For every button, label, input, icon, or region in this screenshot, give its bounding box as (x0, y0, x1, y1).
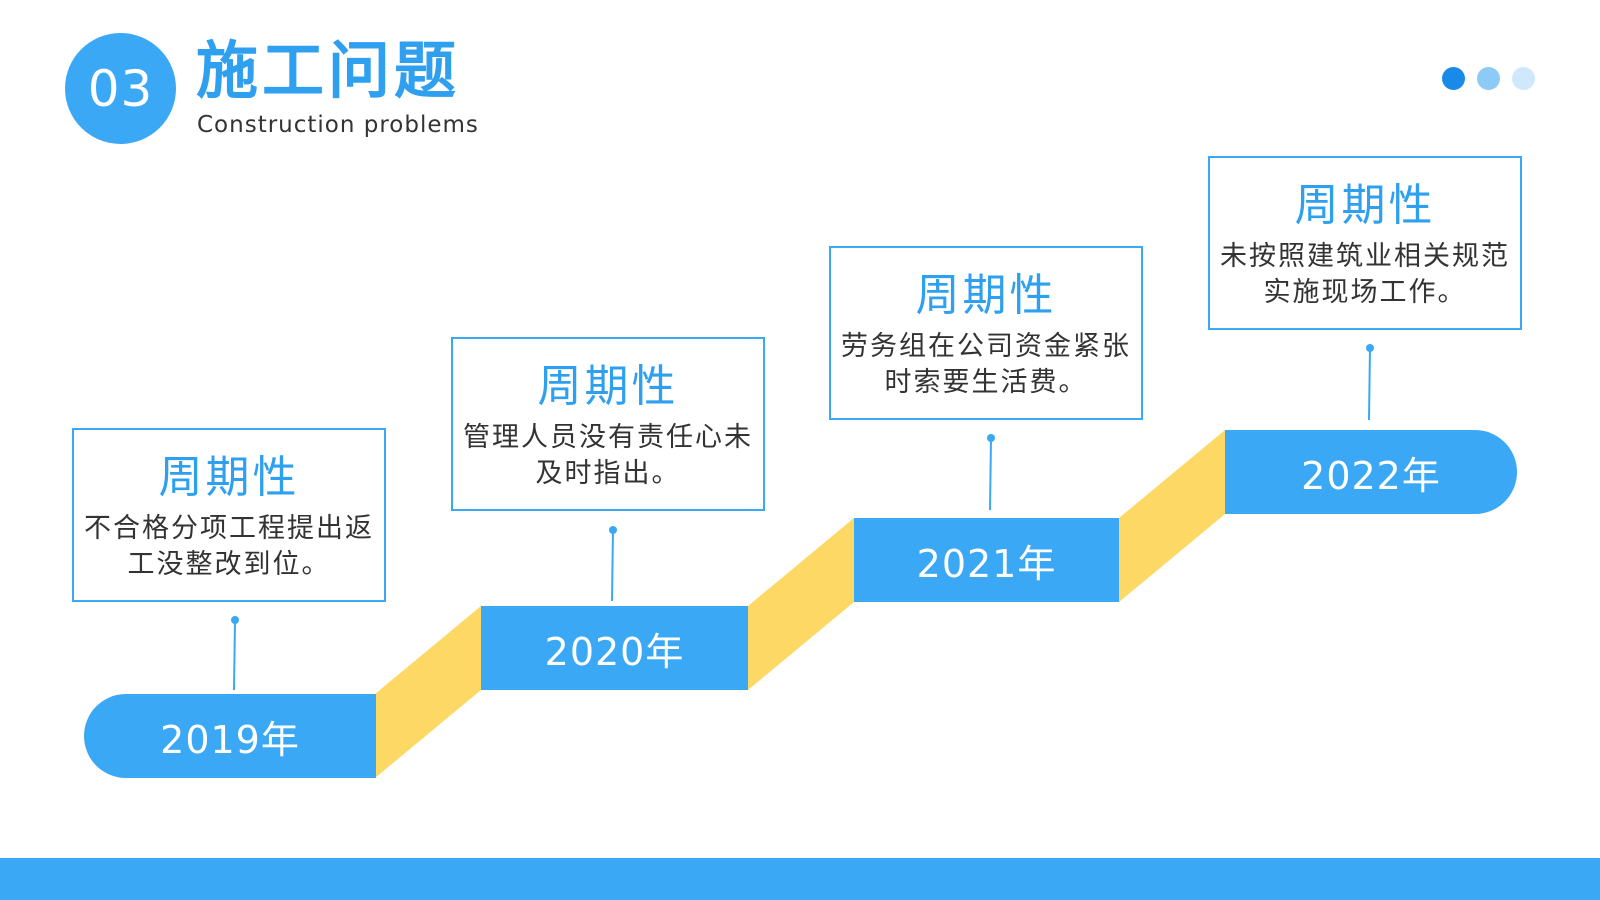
dot-1 (1442, 67, 1465, 90)
card-title: 周期性 (537, 361, 679, 412)
connector-3 (989, 437, 992, 511)
info-card-2022: 周期性 未按照建筑业相关规范实施现场工作。 (1208, 156, 1522, 330)
pagination-dots (1442, 67, 1535, 90)
card-text: 管理人员没有责任心未及时指出。 (463, 421, 753, 489)
card-text: 不合格分项工程提出返工没整改到位。 (84, 512, 374, 580)
page-subtitle: Construction problems (197, 112, 479, 138)
card-text: 未按照建筑业相关规范实施现场工作。 (1220, 240, 1510, 308)
card-title: 周期性 (158, 452, 300, 503)
year-label: 2021年 (916, 541, 1057, 586)
card-text: 劳务组在公司资金紧张时索要生活费。 (841, 330, 1131, 398)
connector-dot-4 (1366, 344, 1374, 352)
ribbon-1 (375, 606, 481, 778)
page-title: 施工问题 (196, 34, 461, 107)
card-title: 周期性 (915, 270, 1057, 321)
connector-dot-1 (231, 616, 239, 624)
header-badge: 03 (65, 33, 176, 144)
connector-dot-2 (609, 526, 617, 534)
card-title: 周期性 (1294, 180, 1436, 231)
section-number: 03 (87, 59, 154, 118)
year-label: 2022年 (1301, 453, 1441, 498)
connector-4 (1368, 347, 1371, 421)
year-label: 2019年 (160, 717, 300, 762)
timeline-step-2022: 2022年 (1225, 430, 1517, 514)
dot-3 (1512, 67, 1535, 90)
dot-2 (1477, 67, 1500, 90)
info-card-2020: 周期性 管理人员没有责任心未及时指出。 (451, 337, 765, 511)
info-card-2019: 周期性 不合格分项工程提出返工没整改到位。 (72, 428, 386, 602)
connector-1 (233, 619, 236, 691)
timeline-step-2019: 2019年 (84, 694, 376, 778)
ribbon-2 (748, 518, 854, 690)
info-card-2021: 周期性 劳务组在公司资金紧张时索要生活费。 (829, 246, 1143, 420)
year-label: 2020年 (544, 629, 685, 674)
connector-2 (611, 529, 614, 602)
footer-bar (0, 858, 1600, 900)
ribbon-3 (1119, 430, 1225, 602)
connector-dot-3 (987, 434, 995, 442)
timeline-step-2021: 2021年 (854, 518, 1119, 602)
timeline-step-2020: 2020年 (481, 606, 748, 690)
